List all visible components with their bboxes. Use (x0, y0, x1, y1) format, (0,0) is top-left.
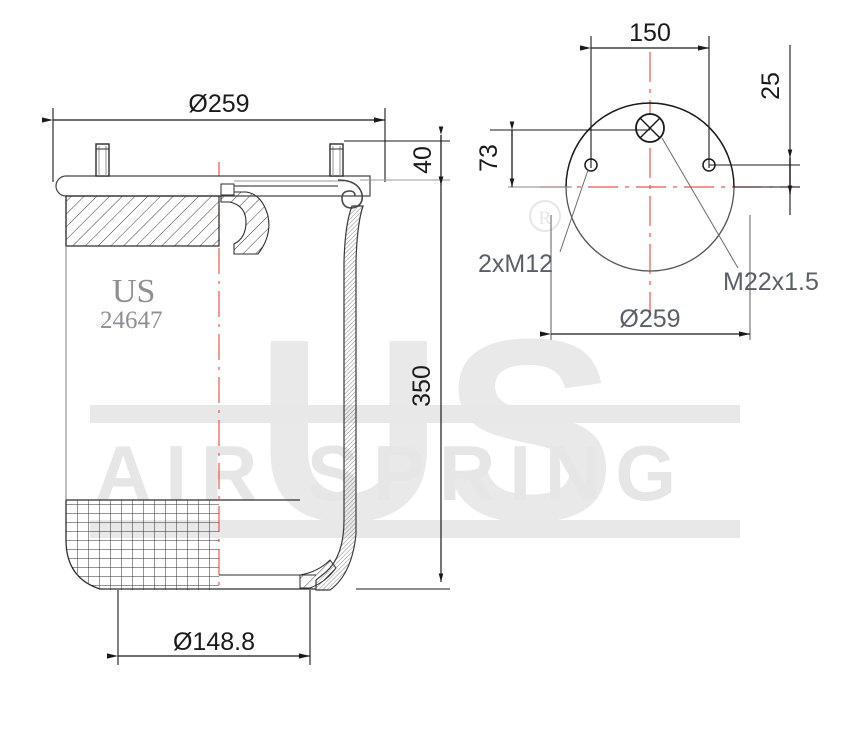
dim-label-offset-73: 73 (475, 144, 503, 172)
bead-crimp-section (220, 191, 270, 255)
piston-wall-wedge (299, 559, 337, 589)
top-view-dimensions: 150 73 25 Ø259 2xM12 M22x1.5 (475, 19, 819, 340)
svg-text:R: R (539, 208, 552, 229)
bellows-wall (315, 205, 364, 591)
dim-label-plate-diameter: Ø259 (619, 305, 680, 333)
leader-m22 (661, 137, 739, 269)
front-view-group: US 24647 (55, 143, 371, 591)
dim-label-piston-diameter: Ø148.8 (173, 628, 255, 656)
dim-label-top-diameter: Ø259 (188, 90, 249, 118)
dim-label-offset-25: 25 (757, 72, 785, 100)
air-port-hole (635, 113, 665, 143)
callout-label-m22: M22x1.5 (723, 268, 819, 296)
stud-left (95, 143, 110, 177)
crimp-notch (220, 183, 235, 196)
registered-mark-icon: R (529, 200, 561, 232)
dim-label-plate-height: 40 (409, 146, 437, 174)
brand-label-code: 24647 (100, 307, 163, 334)
dim-label-stud-spacing: 150 (629, 19, 671, 47)
bellows-rolled-lobe (337, 179, 364, 209)
stud-right (329, 143, 344, 177)
piston-mesh-left (66, 500, 219, 590)
plate-circle-upper-arc (565, 102, 735, 188)
brand-label-us: US (112, 273, 155, 310)
leader-2xm12 (559, 169, 589, 253)
watermark-bar-bottom (90, 520, 740, 538)
callout-label-2xm12: 2xM12 (478, 250, 553, 278)
end-closure-section-left (65, 195, 220, 247)
watermark-bar-top (90, 405, 740, 423)
dim-label-overall-height: 350 (408, 365, 436, 407)
front-view-dimensions: Ø259 40 350 Ø148.8 (42, 90, 450, 665)
piston-outline (65, 499, 316, 590)
